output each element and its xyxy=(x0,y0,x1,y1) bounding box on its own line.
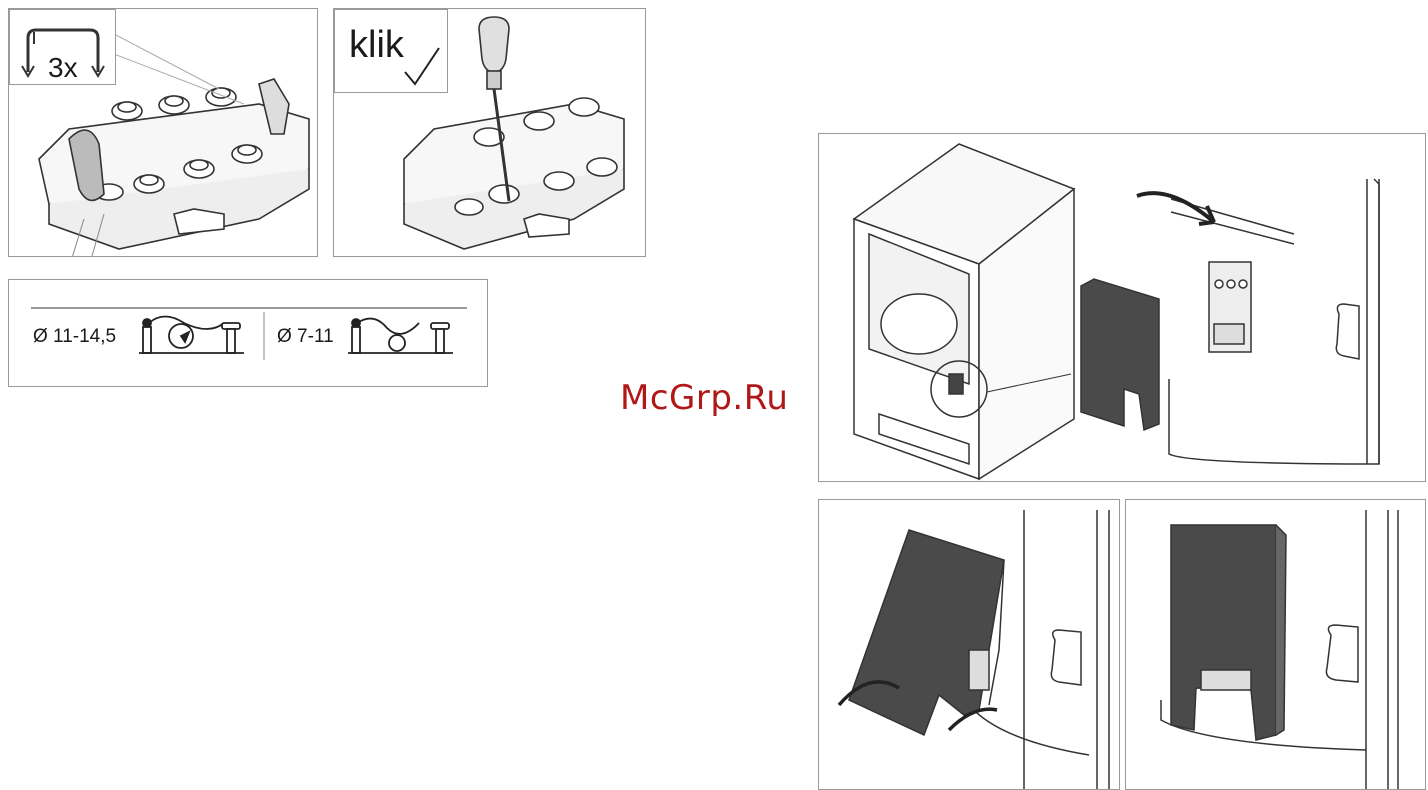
cover-fitted-panel xyxy=(1125,499,1426,790)
step1-panel: 3x xyxy=(8,8,318,257)
cover-overview-panel xyxy=(818,133,1426,482)
cable-diameter-legend: Ø 11-14,5 Ø 7-11 xyxy=(8,279,488,387)
appliance-cover-illustration xyxy=(819,134,1426,482)
cable-size-small: Ø 7-11 xyxy=(277,326,334,348)
klik-badge: klik xyxy=(334,9,448,93)
cover-fitting-illustration xyxy=(819,500,1120,790)
watermark: McGrp.Ru xyxy=(620,378,788,418)
cover-fitting-panel xyxy=(818,499,1120,790)
clamp-repeat-badge: 3x xyxy=(9,9,116,85)
repeat-count: 3x xyxy=(48,52,78,84)
cable-size-large: Ø 11-14,5 xyxy=(33,326,116,348)
step2-panel: klik xyxy=(333,8,646,257)
cover-fitted-illustration xyxy=(1126,500,1426,790)
checkmark-icon xyxy=(335,10,449,94)
